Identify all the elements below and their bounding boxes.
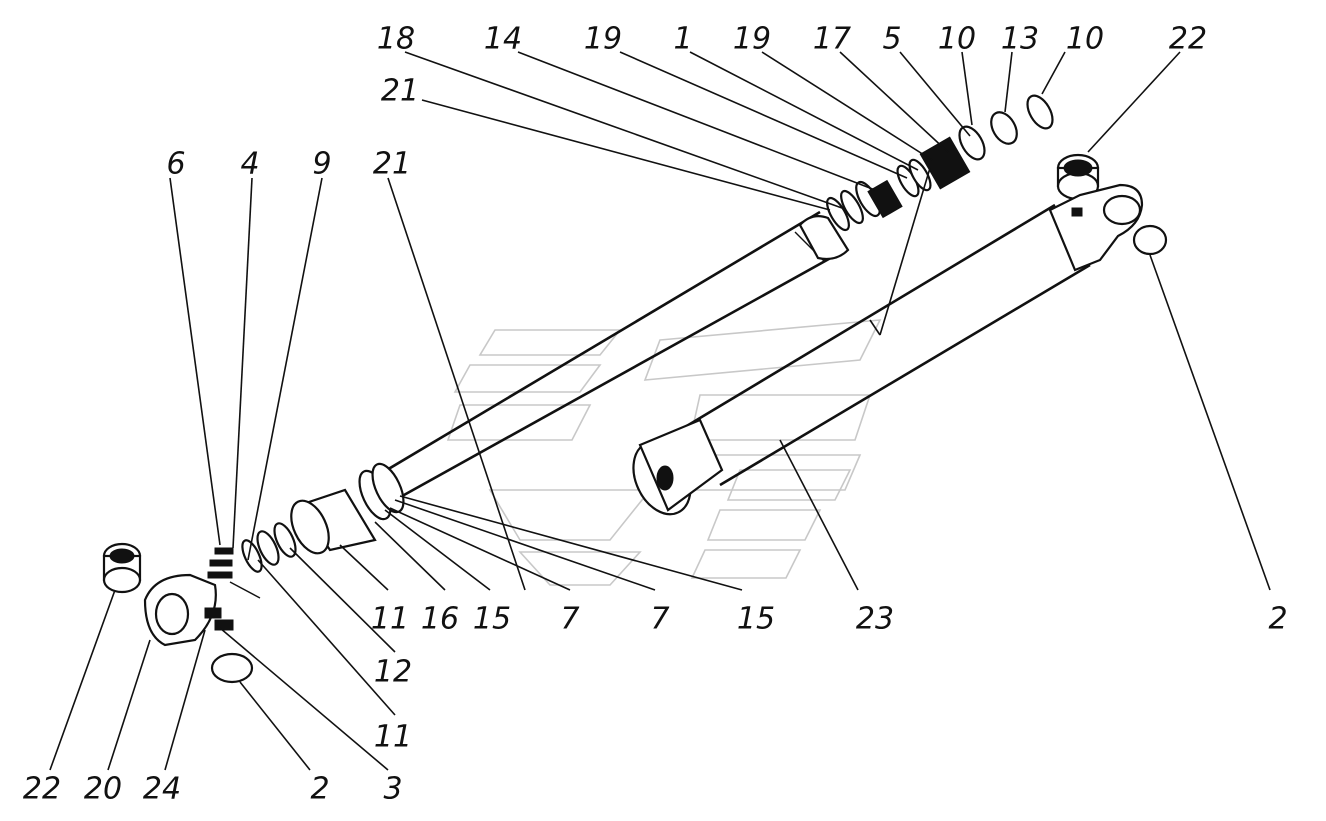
- callout-2-bottom: 2: [310, 772, 329, 807]
- callout-5: 5: [882, 22, 901, 57]
- callout-13: 13: [1001, 22, 1039, 57]
- callout-19a: 19: [584, 22, 622, 57]
- callout-9: 9: [312, 147, 331, 182]
- callout-labels: 18 14 19 1 19 17 5 10 13 10 22 21 6 4 9 …: [23, 22, 1288, 807]
- rod-seal-stack: [826, 94, 1054, 232]
- callout-22-top: 22: [1169, 22, 1207, 57]
- callout-3: 3: [383, 772, 402, 807]
- callout-17: 17: [813, 22, 851, 57]
- callout-4: 4: [240, 147, 259, 182]
- callout-10b: 10: [1066, 22, 1104, 57]
- callout-11-row: 11: [371, 602, 409, 637]
- callout-2-right: 2: [1268, 602, 1287, 637]
- callout-21-mid: 21: [373, 147, 411, 182]
- callout-20: 20: [84, 772, 122, 807]
- cylinder-barrel: [679, 183, 1168, 487]
- callout-19b: 19: [733, 22, 771, 57]
- callout-7a: 7: [560, 602, 579, 637]
- piston-assembly: [241, 462, 405, 573]
- callout-22-bottom: 22: [23, 772, 61, 807]
- callout-16: 16: [421, 602, 459, 637]
- callout-23: 23: [856, 602, 894, 637]
- callout-15b: 15: [737, 602, 775, 637]
- callout-15a: 15: [473, 602, 511, 637]
- callout-12: 12: [374, 655, 412, 690]
- o-ring-bottom: [210, 652, 254, 684]
- cylinder-head: [632, 418, 724, 516]
- callout-6: 6: [166, 147, 185, 182]
- bushing-bottom: [102, 542, 142, 594]
- callout-14: 14: [484, 22, 522, 57]
- bolt-set: [207, 547, 261, 599]
- callout-7b: 7: [650, 602, 669, 637]
- callout-21-top: 21: [381, 74, 419, 109]
- callout-18: 18: [377, 22, 415, 57]
- callout-11-lower: 11: [374, 720, 412, 755]
- rod-eye: [143, 573, 234, 647]
- callout-24: 24: [143, 772, 181, 807]
- callout-10a: 10: [938, 22, 976, 57]
- leader-lines: [49, 51, 1271, 771]
- watermark-logo: [446, 319, 882, 586]
- callout-1: 1: [673, 22, 692, 57]
- piston-rod: [369, 210, 850, 502]
